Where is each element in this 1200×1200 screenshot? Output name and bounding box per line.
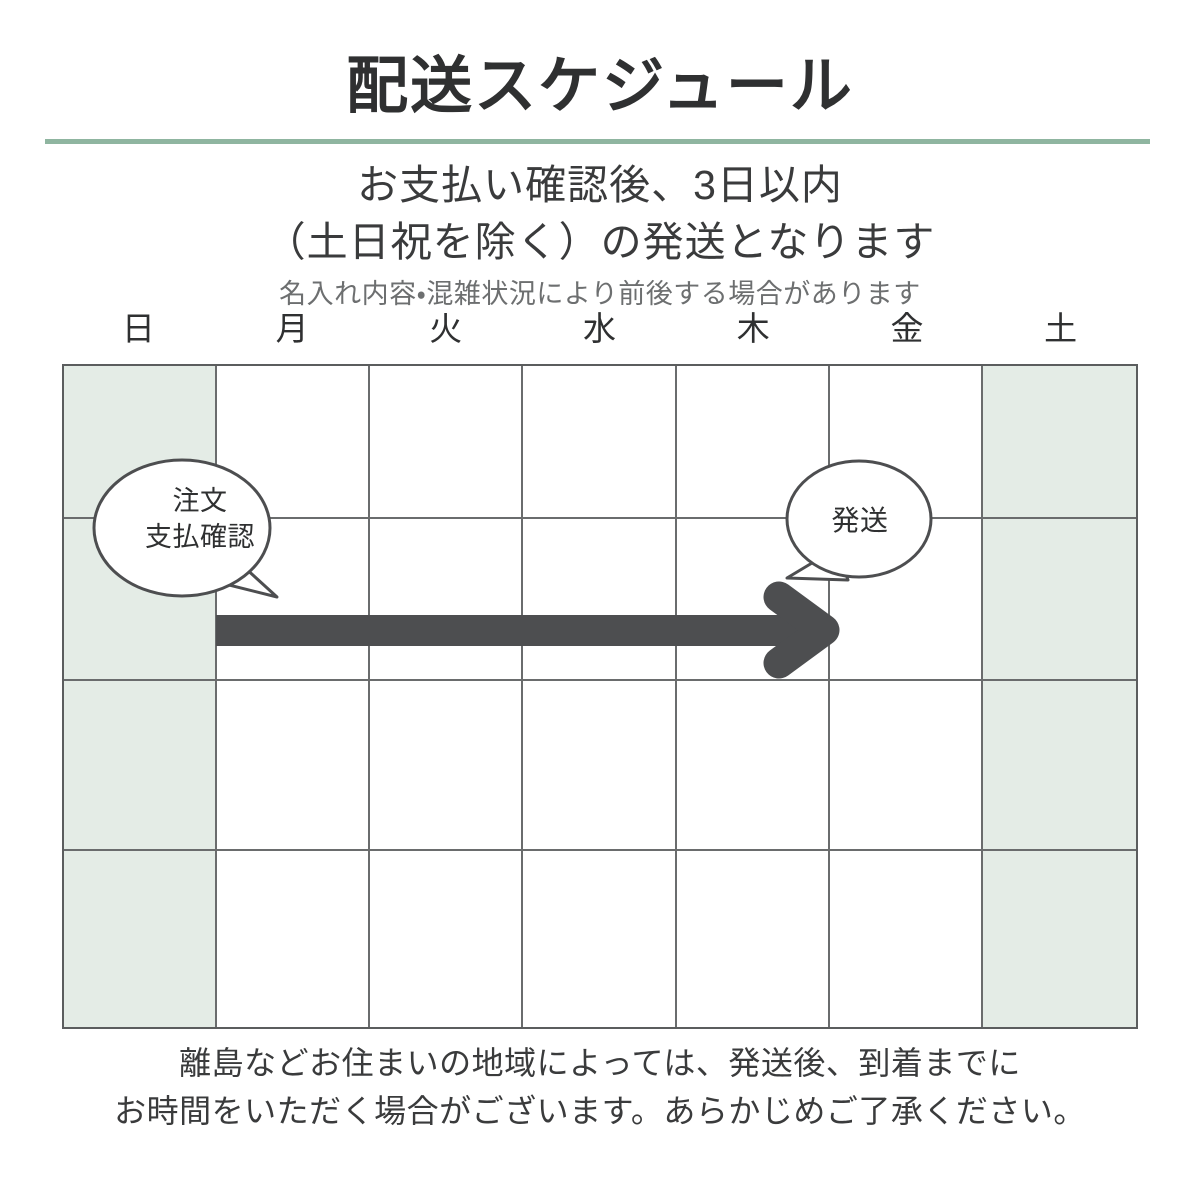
page-title: 配送スケジュール — [346, 52, 854, 121]
day-header-monday: 月 — [275, 310, 310, 347]
title-divider — [45, 139, 1150, 144]
footer-note: 離島などお住まいの地域によっては、発送後、到着までに お時間をいただく場合がござ… — [0, 1039, 1200, 1135]
calendar-cell — [676, 681, 830, 851]
calendar-cell — [676, 366, 830, 519]
day-header-thursday: 木 — [736, 310, 771, 347]
calendar-cell — [370, 366, 524, 519]
day-header-friday: 金 — [890, 310, 925, 347]
day-header-wednesday: 水 — [583, 310, 618, 347]
calendar-cell — [523, 519, 677, 681]
calendar-grid — [62, 364, 1138, 1029]
subtitle-line-2: （土日祝を除く）の発送となります — [264, 218, 936, 265]
calendar-cell — [829, 851, 983, 1027]
shipment-bubble-text: 発送 — [831, 505, 889, 536]
subtitle-note: 名入れ内容・混雑状況により前後する場合があります — [279, 279, 921, 309]
calendar-cell — [217, 519, 371, 681]
calendar-cell — [370, 519, 524, 681]
calendar-cell — [982, 366, 1136, 519]
footer-line-2: お時間をいただく場合がございます。あらかじめご了承ください。 — [114, 1093, 1086, 1129]
calendar-cell — [829, 519, 983, 681]
calendar-cell — [217, 366, 371, 519]
day-header-sunday: 日 — [121, 310, 156, 347]
calendar-cell — [64, 851, 218, 1027]
day-of-week-header: 日 月 火 水 木 金 土 — [62, 302, 1138, 350]
calendar-cell — [982, 851, 1136, 1027]
calendar-cell — [370, 851, 524, 1027]
calendar-cell — [217, 851, 371, 1027]
calendar-cell — [676, 519, 830, 681]
calendar-cell — [370, 681, 524, 851]
calendar-cell — [523, 681, 677, 851]
calendar-cell — [523, 851, 677, 1027]
day-header-tuesday: 火 — [429, 310, 464, 347]
footer-line-1: 離島などお住まいの地域によっては、発送後、到着までに — [179, 1045, 1021, 1081]
order-bubble-line-1: 注文 — [172, 486, 228, 516]
order-bubble-line-2: 支払確認 — [145, 521, 255, 552]
subtitle-line-1: お支払い確認後、3日以内 — [357, 162, 843, 208]
calendar-cell — [829, 681, 983, 851]
calendar-cell — [982, 519, 1136, 681]
calendar-cell — [523, 366, 677, 519]
day-header-saturday: 土 — [1044, 310, 1079, 347]
calendar-cell — [676, 851, 830, 1027]
calendar-cell — [217, 681, 371, 851]
calendar-cell — [982, 681, 1136, 851]
calendar-cell — [64, 681, 218, 851]
calendar-cell — [829, 366, 983, 519]
subtitle-block: お支払い確認後、3日以内 （土日祝を除く）の発送となります — [0, 157, 1200, 270]
